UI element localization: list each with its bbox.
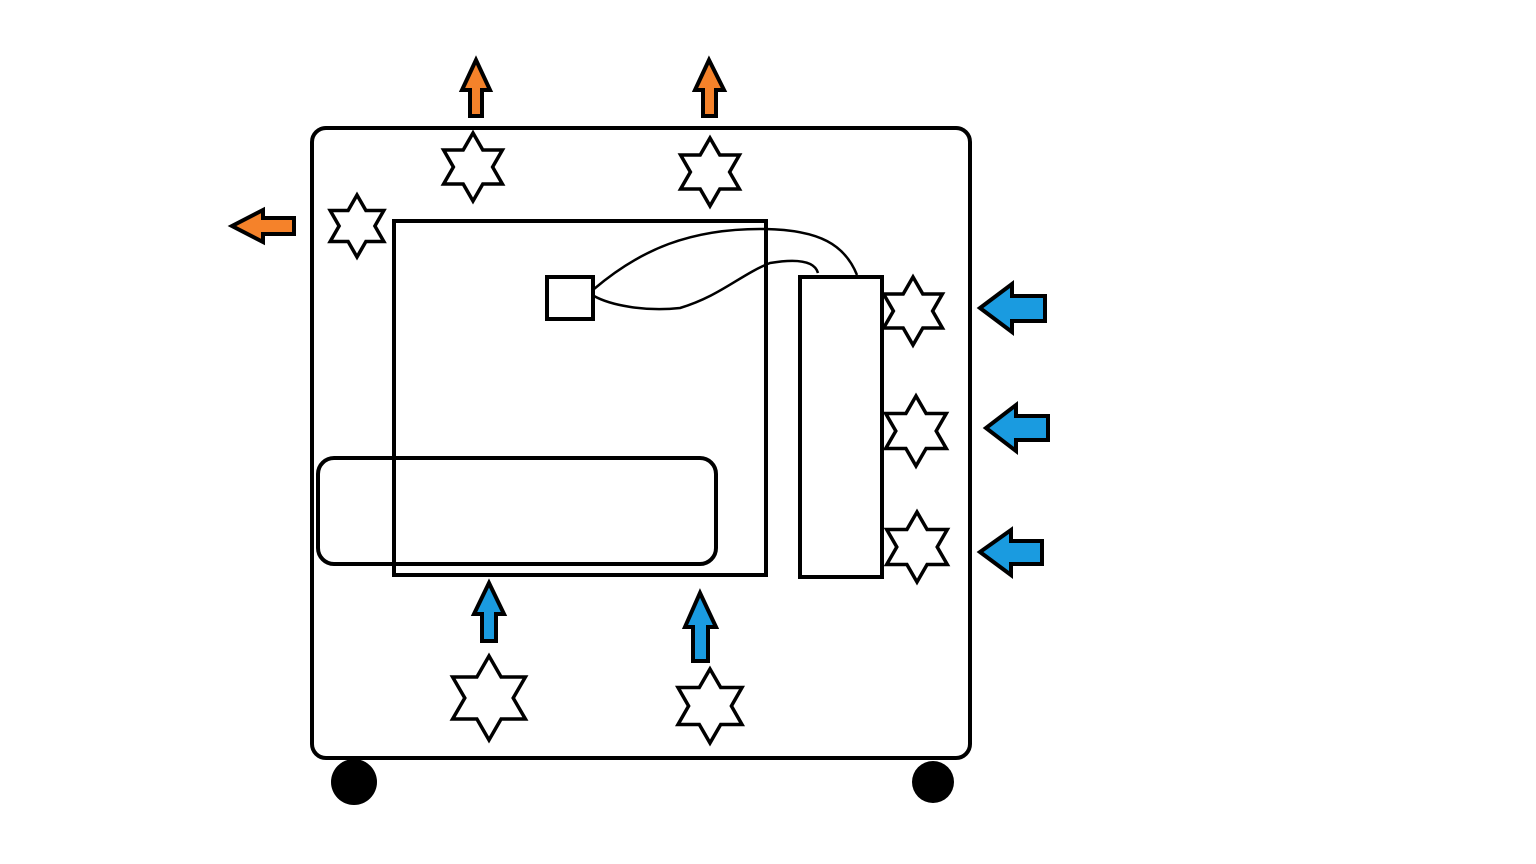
gpu — [316, 456, 718, 566]
wheel-right — [912, 761, 954, 803]
cable-upper — [593, 227, 859, 290]
exhaust-arrow-top-left-icon — [458, 55, 494, 118]
fan-bottom-left-icon — [449, 652, 529, 744]
motherboard — [392, 219, 768, 577]
intake-arrow-front-middle-icon — [982, 400, 1050, 456]
fan-front-bottom-icon — [883, 508, 951, 586]
intake-arrow-front-bottom-icon — [976, 526, 1044, 579]
intake-arrow-front-top-icon — [976, 280, 1047, 336]
drive-cage — [798, 275, 884, 579]
fan-top-left-icon — [440, 129, 506, 205]
airflow-arrows-group — [227, 55, 1050, 663]
fan-top-right-icon — [677, 134, 743, 210]
exhaust-arrow-rear-icon — [227, 206, 296, 246]
intake-arrow-bottom-left-icon — [470, 578, 508, 643]
fan-front-top-icon — [880, 273, 946, 349]
cpu — [545, 275, 595, 321]
fan-bottom-right-icon — [674, 665, 746, 747]
cable-lower — [593, 259, 820, 311]
fan-rear-icon — [327, 191, 387, 261]
intake-arrow-bottom-right-icon — [681, 588, 720, 663]
exhaust-arrow-top-right-icon — [691, 55, 728, 118]
fan-front-middle-icon — [882, 392, 950, 470]
wheel-left — [331, 759, 377, 805]
fans-group — [327, 129, 951, 747]
